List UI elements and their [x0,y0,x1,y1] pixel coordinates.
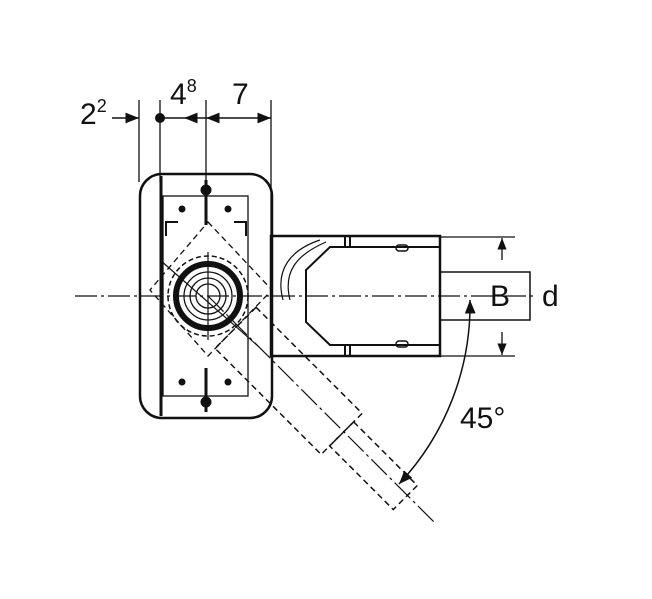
angle-label: 45° [460,402,505,435]
dimension-label-middle: 48 [170,76,197,111]
angled-pipe [214,306,419,511]
outlet-fitting [149,221,273,357]
dimension-label-right: 7 [232,78,249,111]
dimension-dot [155,113,165,123]
diameter-label: d [542,280,559,313]
angled-centerline [207,295,437,525]
dimension-label-left: 22 [80,96,107,131]
height-label: B [490,280,510,313]
angle-arc [398,299,476,485]
